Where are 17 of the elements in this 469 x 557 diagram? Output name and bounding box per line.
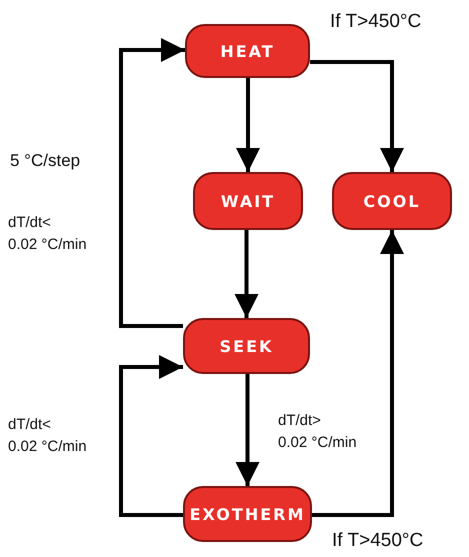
arrow: [236, 374, 260, 486]
arrow: [119, 38, 185, 328]
state-label: HEAT: [220, 42, 275, 60]
state-label: EXOTHERM: [190, 504, 306, 524]
state-box: [183, 486, 312, 542]
arrow: [236, 78, 260, 172]
arrow: [234, 230, 258, 318]
state-label: WAIT: [220, 192, 276, 210]
arrow: [312, 230, 404, 517]
arrow: [310, 60, 404, 172]
state-box: [332, 172, 452, 230]
state-box: [185, 24, 310, 78]
state-box: [183, 318, 310, 374]
state-box: [193, 172, 303, 230]
state-label: SEEK: [220, 336, 274, 356]
state-label: COOL: [363, 192, 421, 210]
arrow: [119, 355, 183, 517]
